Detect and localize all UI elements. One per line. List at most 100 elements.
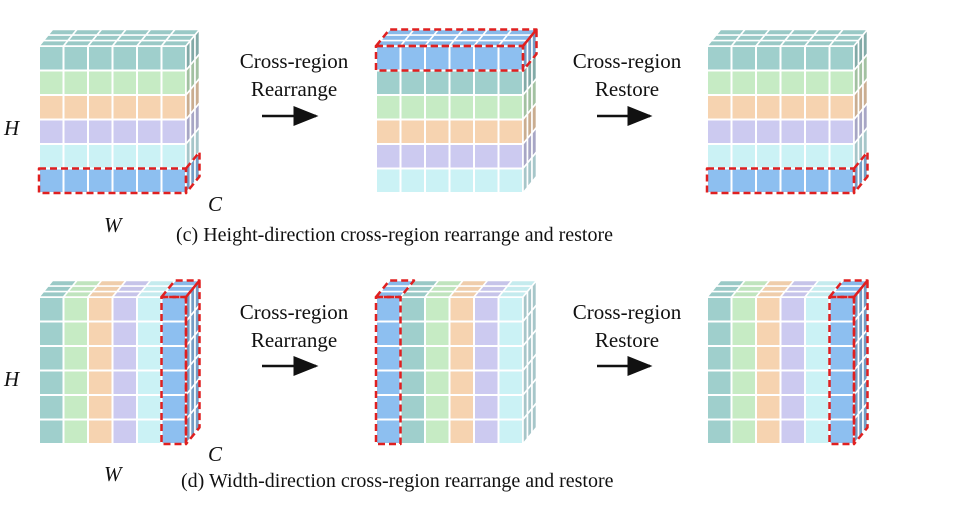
front-cell	[779, 69, 806, 96]
front-cell	[804, 167, 831, 194]
front-cell	[111, 394, 138, 421]
width-restore-label-line2: Restore	[595, 328, 659, 352]
front-cell	[38, 167, 65, 194]
front-cell	[399, 345, 426, 372]
height-rearrange-label-line1: Cross-region	[240, 49, 349, 73]
front-cell	[730, 394, 757, 421]
front-cell	[136, 143, 163, 170]
front-cell	[399, 369, 426, 396]
front-cell	[473, 167, 500, 194]
width-original-cube	[37, 278, 202, 447]
front-cell	[424, 394, 451, 421]
front-cell	[136, 118, 163, 145]
front-cell	[755, 320, 782, 347]
front-cell	[399, 167, 426, 194]
highlight-region-top	[374, 279, 416, 299]
front-cell	[424, 118, 451, 145]
front-cell	[62, 167, 89, 194]
front-cell	[497, 143, 524, 170]
front-cell	[38, 45, 65, 72]
front-cell	[828, 118, 855, 145]
front-cell	[804, 118, 831, 145]
height-rearranged-cube	[374, 27, 539, 196]
height-caption: (c) Height-direction cross-region rearra…	[176, 224, 613, 246]
front-cell	[62, 394, 89, 421]
front-cell	[473, 345, 500, 372]
front-cell	[399, 118, 426, 145]
front-cell	[424, 69, 451, 96]
front-cell	[111, 167, 138, 194]
front-cell	[730, 296, 757, 323]
front-cell	[448, 345, 475, 372]
front-cell	[111, 418, 138, 445]
front-cell	[136, 369, 163, 396]
width-caption: (d) Width-direction cross-region rearran…	[181, 470, 614, 492]
front-cell	[111, 345, 138, 372]
front-cell	[136, 394, 163, 421]
front-cell	[828, 94, 855, 121]
front-cell	[375, 320, 402, 347]
front-cell	[160, 345, 187, 372]
front-cell	[730, 369, 757, 396]
front-cell	[87, 143, 114, 170]
side-cell	[531, 400, 538, 436]
front-cell	[399, 394, 426, 421]
front-cell	[706, 69, 733, 96]
width-axis-w-label: W	[104, 462, 124, 486]
front-cell	[375, 418, 402, 445]
front-cell	[87, 369, 114, 396]
front-cell	[111, 296, 138, 323]
front-cell	[828, 369, 855, 396]
front-cell	[375, 118, 402, 145]
front-cell	[136, 167, 163, 194]
front-cell	[62, 320, 89, 347]
front-cell	[399, 69, 426, 96]
front-cell	[755, 118, 782, 145]
front-cell	[473, 94, 500, 121]
front-cell	[38, 369, 65, 396]
front-cell	[375, 345, 402, 372]
front-cell	[828, 394, 855, 421]
front-cell	[755, 94, 782, 121]
front-cell	[160, 118, 187, 145]
front-cell	[448, 167, 475, 194]
front-cell	[399, 94, 426, 121]
front-cell	[38, 418, 65, 445]
highlight-region-top	[828, 279, 869, 299]
front-cell	[473, 418, 500, 445]
front-cell	[424, 418, 451, 445]
front-cell	[497, 394, 524, 421]
front-cell	[87, 45, 114, 72]
height-axis-h-label: H	[3, 116, 21, 140]
front-cell	[779, 118, 806, 145]
front-cell	[828, 143, 855, 170]
front-cell	[497, 69, 524, 96]
front-cell	[755, 418, 782, 445]
width-rearrange-label-line1: Cross-region	[240, 300, 349, 324]
front-cell	[38, 394, 65, 421]
front-cell	[87, 296, 114, 323]
front-cell	[779, 320, 806, 347]
front-cell	[497, 45, 524, 72]
front-cell	[111, 118, 138, 145]
front-cell	[473, 369, 500, 396]
front-cell	[399, 143, 426, 170]
front-cell	[473, 296, 500, 323]
front-cell	[38, 118, 65, 145]
front-cell	[804, 418, 831, 445]
highlight-region-top	[374, 28, 538, 48]
height-original-cube	[37, 27, 202, 196]
front-cell	[87, 394, 114, 421]
front-cell	[375, 94, 402, 121]
front-cell	[730, 45, 757, 72]
front-cell	[804, 320, 831, 347]
front-cell	[473, 45, 500, 72]
front-cell	[62, 143, 89, 170]
front-cell	[424, 296, 451, 323]
front-cell	[136, 320, 163, 347]
front-cell	[706, 394, 733, 421]
front-cell	[136, 45, 163, 72]
front-cell	[136, 94, 163, 121]
width-restore-label-line1: Cross-region	[573, 300, 682, 324]
